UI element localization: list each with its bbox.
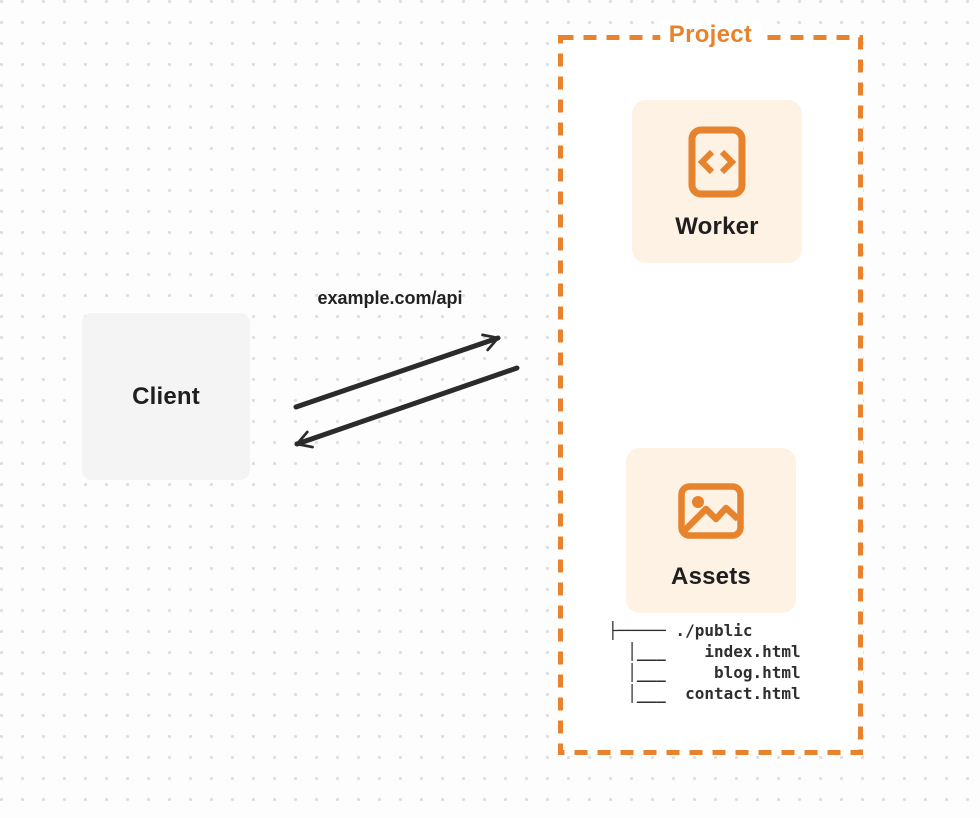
project-label: Project bbox=[659, 20, 762, 50]
request-url-label: example.com/api bbox=[317, 288, 463, 308]
assets-node: Assets bbox=[626, 448, 796, 613]
file-tree-item: │___ blog.html bbox=[608, 663, 801, 682]
project-boundary: Project Worker Assets ├─ bbox=[558, 20, 863, 755]
file-tree-item: │___ index.html bbox=[608, 642, 801, 661]
assets-label: Assets bbox=[671, 563, 751, 590]
file-tree-item: │___ contact.html bbox=[608, 684, 801, 703]
client-node: Client bbox=[82, 313, 250, 480]
code-icon bbox=[688, 100, 746, 213]
file-tree: ├───── ./public │___ index.html │___ blo… bbox=[608, 620, 801, 704]
worker-node: Worker bbox=[632, 100, 802, 263]
file-tree-root: ├───── ./public bbox=[608, 621, 753, 640]
worker-label: Worker bbox=[675, 213, 759, 240]
image-icon bbox=[678, 448, 744, 563]
client-label: Client bbox=[132, 382, 200, 410]
request-arrow bbox=[293, 333, 501, 410]
response-arrow bbox=[294, 365, 520, 449]
